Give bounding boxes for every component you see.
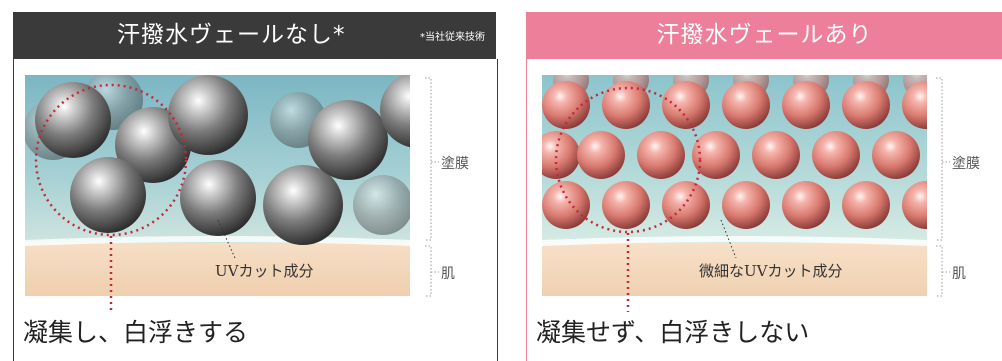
left-panel-note: *当社従来技術 [420,32,485,43]
right-panel: 汗撥水ヴェールあり [526,0,1002,361]
right-panel-header: 汗撥水ヴェールあり [526,12,1002,59]
left-illustration: UVカット成分 塗膜 肌 [25,75,469,312]
right-panel-title: 汗撥水ヴェールあり [656,22,873,48]
right-film-label: 塗膜 [952,155,980,172]
left-panel-title: 汗撥水ヴェールなし* [117,22,346,48]
right-panel-body [526,59,1002,361]
left-panel-header: 汗撥水ヴェールなし* *当社従来技術 [13,12,496,59]
right-caption: 凝集せず、白浮きしない [536,318,810,347]
right-particle-label: 微細なUVカット成分 [699,262,842,280]
right-illustration: 微細なUVカット成分 塗膜 肌 [542,75,980,312]
left-panel: 汗撥水ヴェールなし* *当社従来技術 [13,0,498,361]
left-skin-label: 肌 [441,266,455,282]
left-particle-label: UVカット成分 [215,262,313,280]
left-film-label: 塗膜 [441,155,469,172]
left-caption: 凝集し、白浮きする [23,318,249,347]
right-skin-label: 肌 [952,266,966,282]
left-panel-body [13,59,498,361]
